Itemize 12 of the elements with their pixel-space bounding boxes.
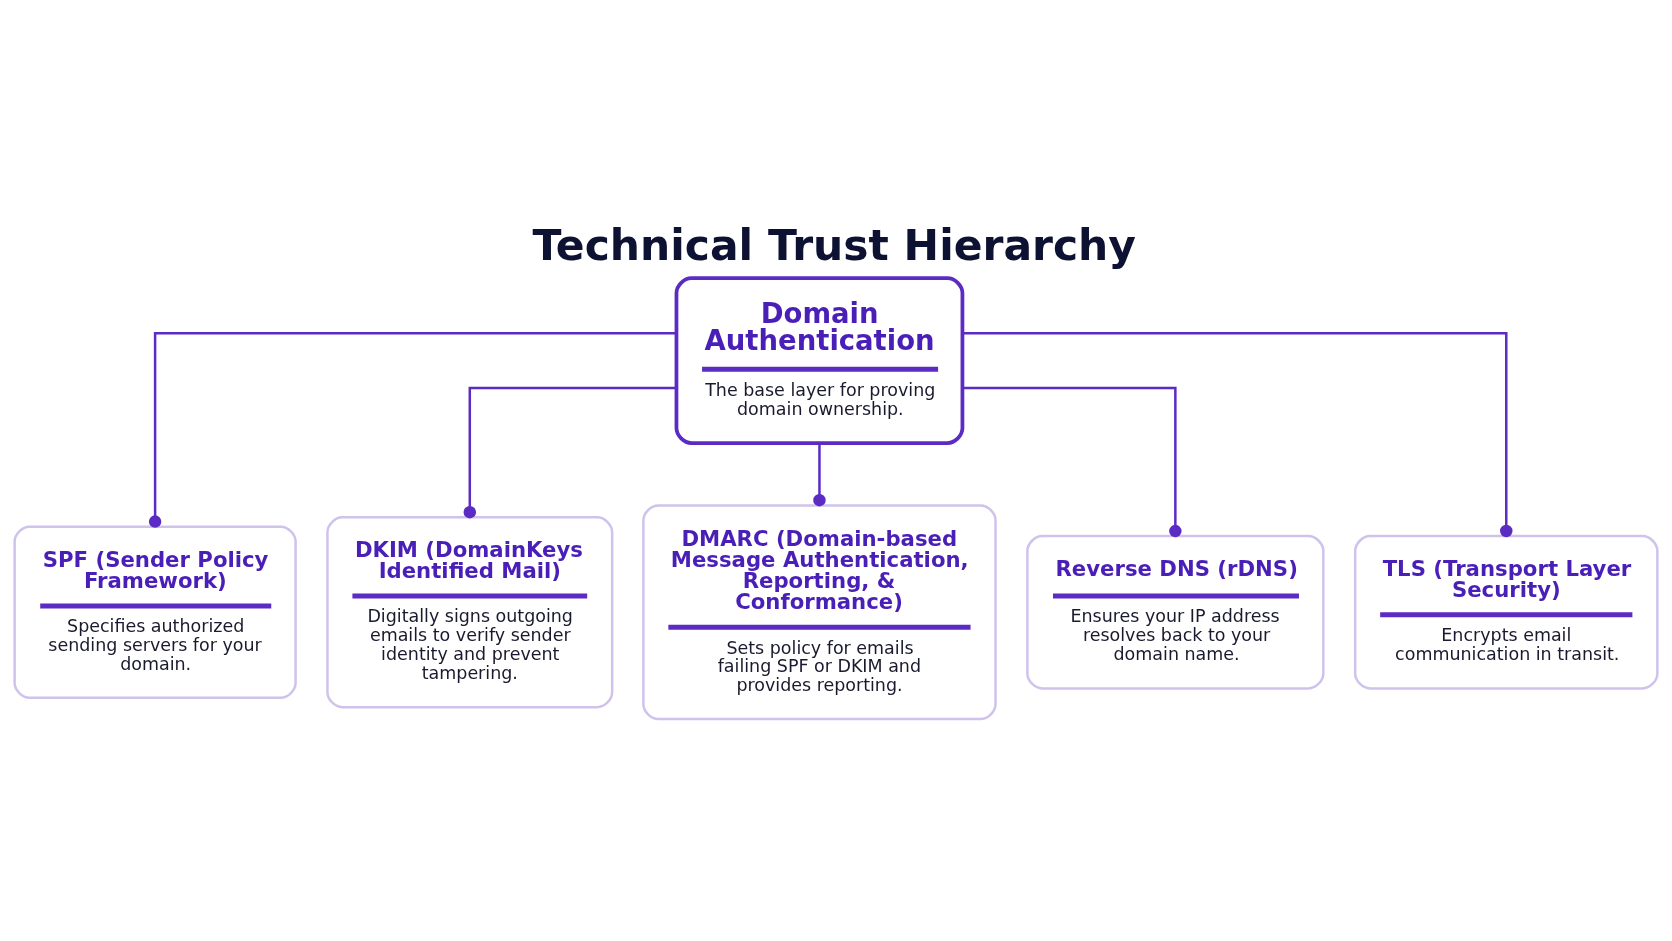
connector xyxy=(463,386,677,519)
connector xyxy=(813,443,826,507)
connector xyxy=(962,386,1182,538)
node-box: Domain Authentication The base layer for proving domain ownership. xyxy=(674,276,965,445)
diagram-title: Technical Trust Hierarchy xyxy=(532,220,1136,270)
connector xyxy=(962,331,1513,538)
connector xyxy=(148,331,677,528)
node-box: SPF (Sender Policy Framework) Specifies authorized sending servers for your domain. xyxy=(13,525,297,700)
node-box: DKIM (DomainKeys Identified Mail) Digitally signs outgoing emails to verify sender identity and prevent tampering. xyxy=(326,516,614,709)
node-box: DMARC (Domain-based Message Authentication, Reporting, & Conformance) Sets policy for emails failing SPF or DKIM and provides reporting. xyxy=(642,504,997,721)
node-box: TLS (Transport Layer Security) Encrypts email communication in transit. xyxy=(1353,534,1659,690)
node-box: Reverse DNS (rDNS) Ensures your IP address resolves back to your domain name. xyxy=(1026,534,1325,690)
